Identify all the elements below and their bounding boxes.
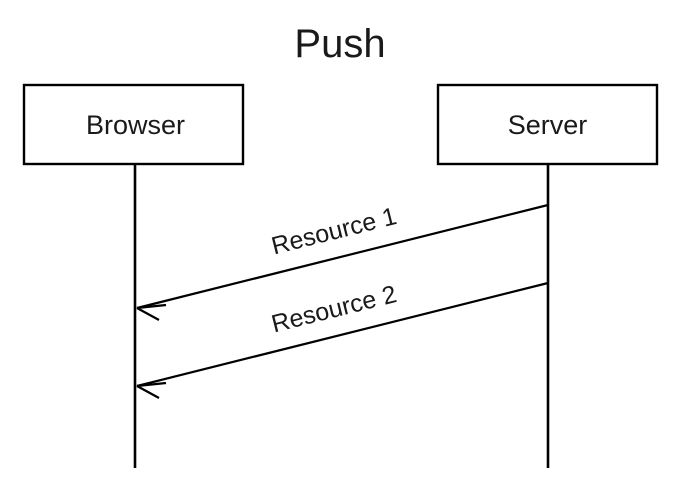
diagram-title: Push (294, 22, 385, 66)
message-label-2: Resource 2 (269, 280, 400, 338)
participant-browser[interactable]: Browser (22, 83, 245, 468)
message-line-2[interactable] (136, 281, 549, 388)
arrowhead-icon-2 (136, 381, 167, 399)
arrowhead-icon-1 (136, 303, 167, 321)
participant-label-browser: Browser (86, 110, 185, 140)
participant-box-browser[interactable] (22, 83, 245, 166)
message-label-1: Resource 1 (269, 202, 400, 260)
message-resource-2[interactable]: Resource 2 (136, 280, 549, 399)
participant-server[interactable]: Server (436, 83, 659, 468)
message-line-1[interactable] (136, 203, 549, 310)
participant-label-server: Server (508, 110, 588, 140)
participant-box-server[interactable] (436, 83, 659, 166)
